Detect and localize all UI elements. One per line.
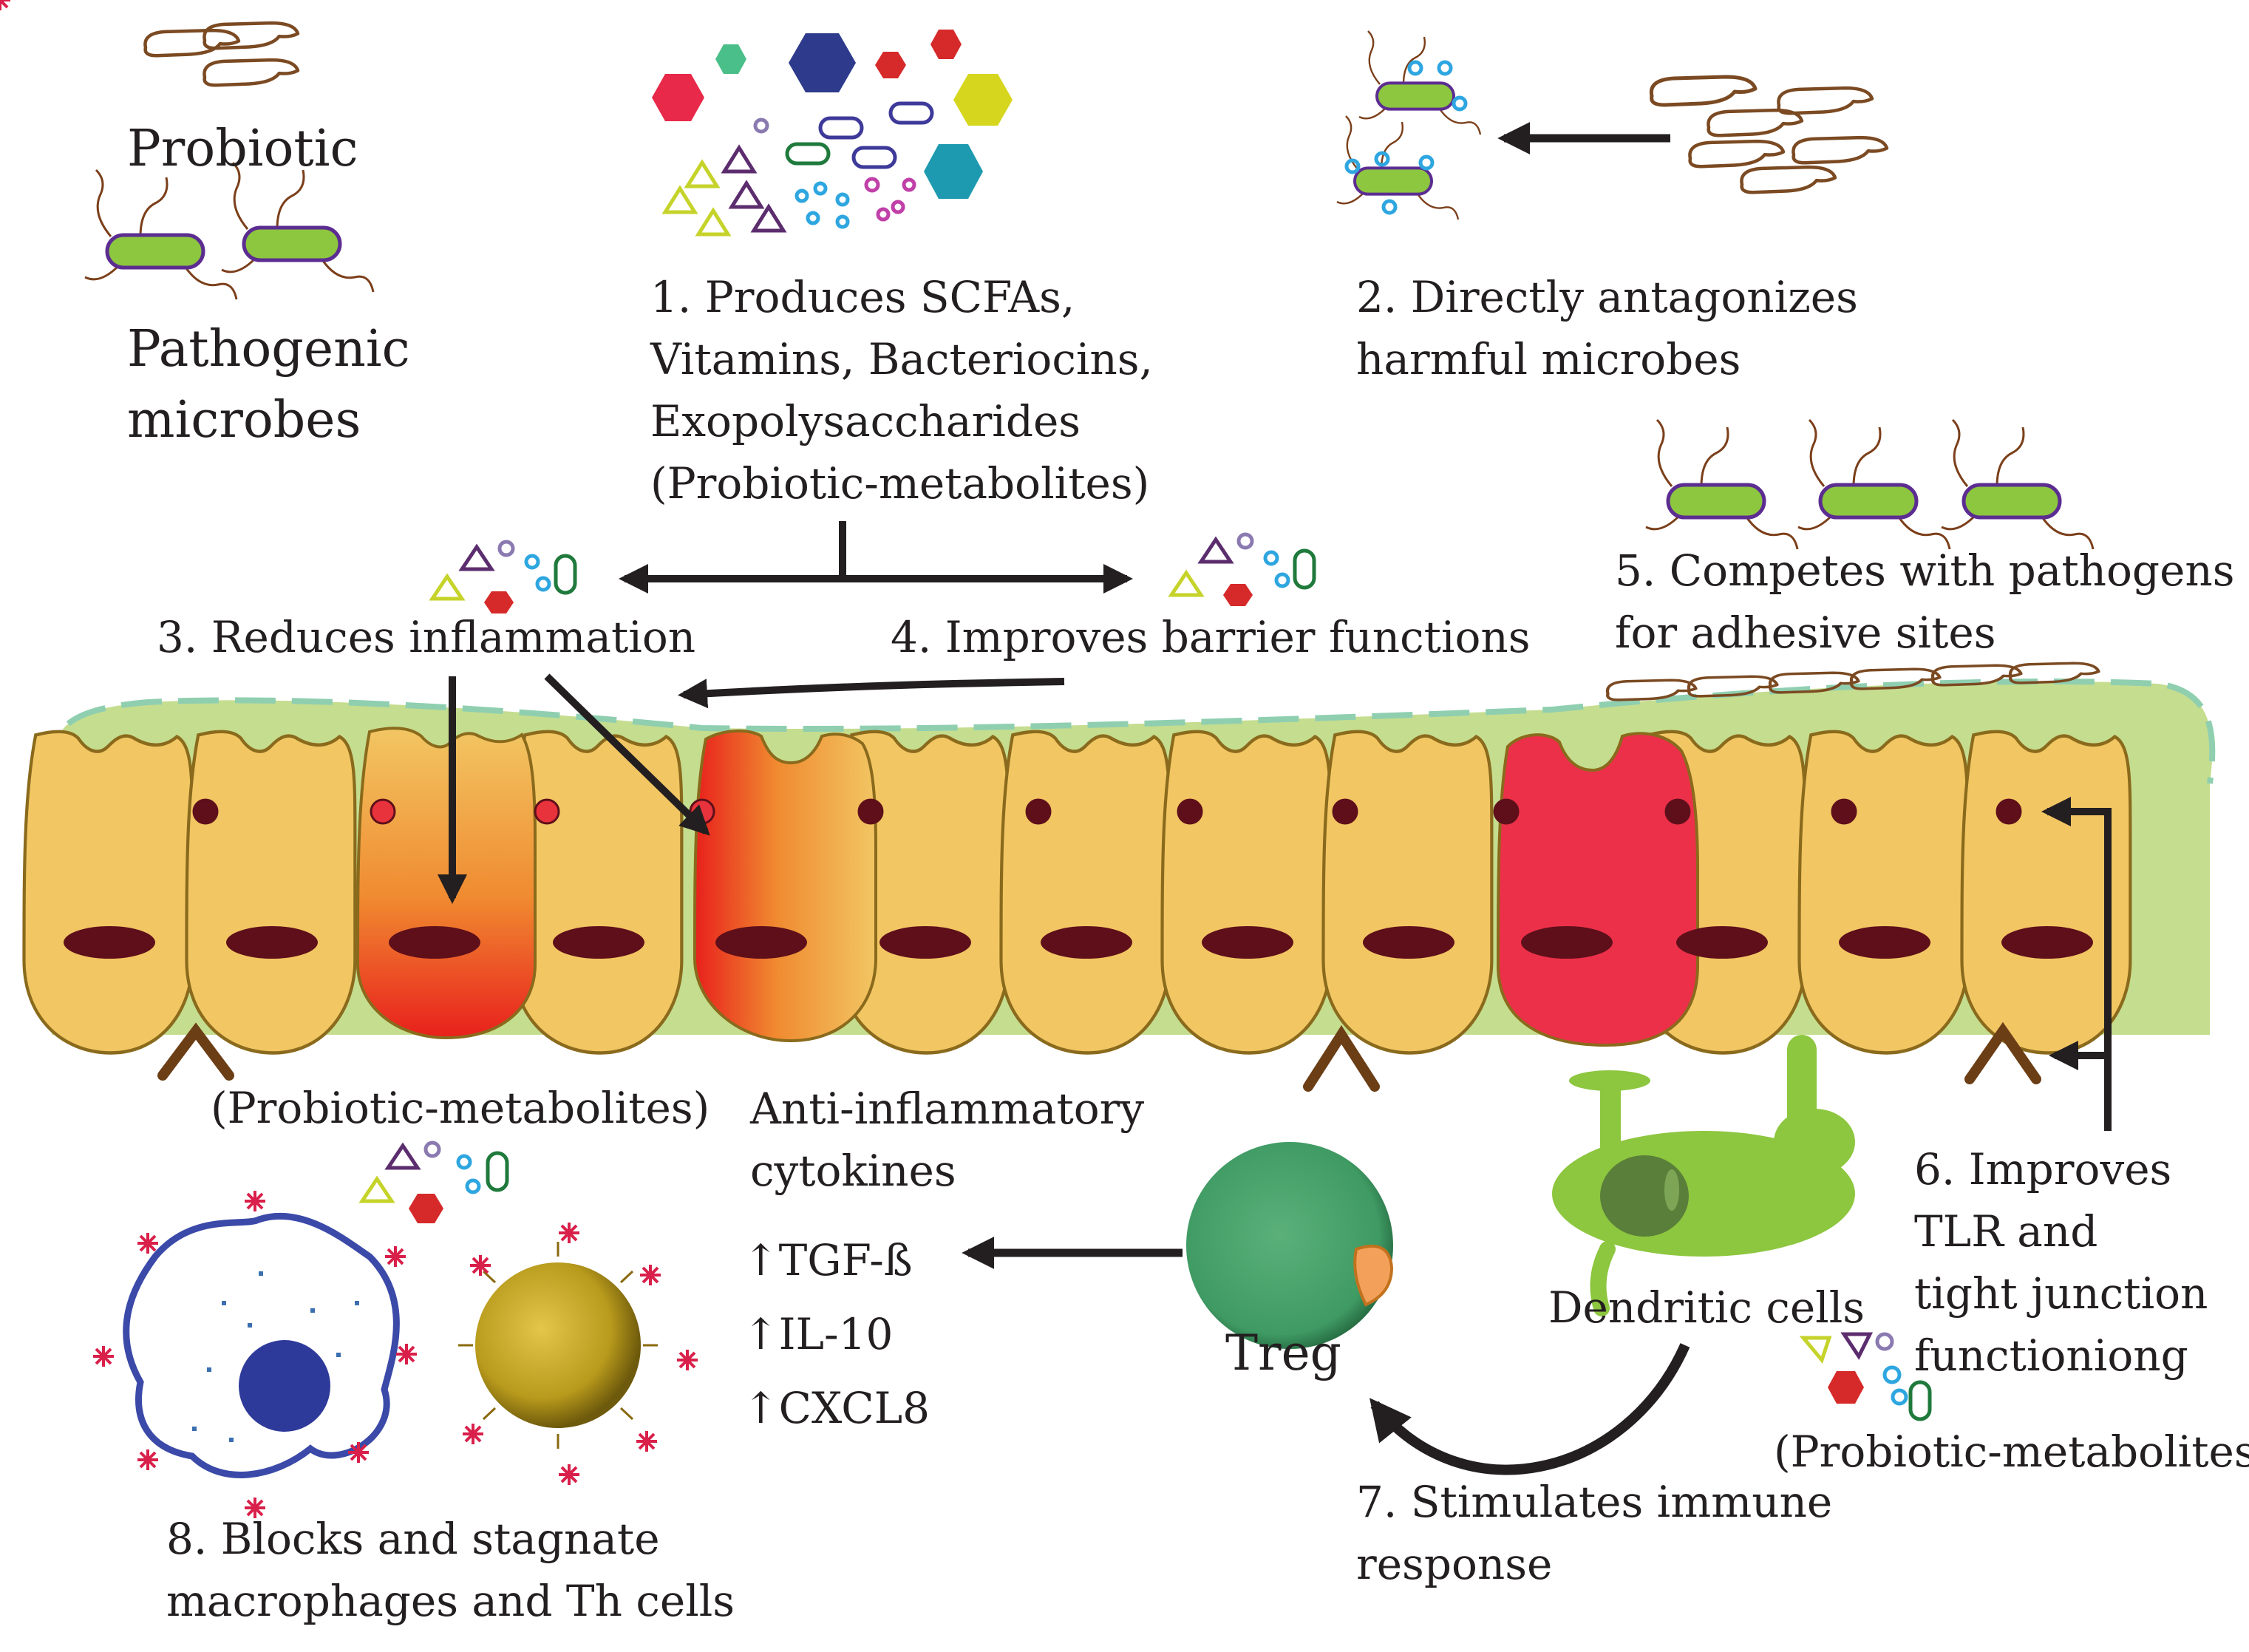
step-7-line-2: response xyxy=(1356,1539,1553,1589)
step-1-line-4: (Probiotic-metabolites) xyxy=(650,458,1150,509)
step-7-label: 7. Stimulates immune response xyxy=(1356,1471,1832,1595)
intestinal-epithelium xyxy=(24,678,2216,1092)
metabolites-label-right: (Probiotic-metabolites) xyxy=(1774,1427,2249,1477)
legend-pathogenic-line-1: Pathogenic xyxy=(127,320,410,378)
step-1-label: 1. Produces SCFAs, Vitamins, Bacteriocin… xyxy=(650,266,1153,514)
step-8-line-1: 8. Blocks and stagnate xyxy=(166,1514,660,1564)
step-8-label: 8. Blocks and stagnate macrophages and T… xyxy=(166,1508,735,1632)
cytokines-title-line-1: Anti-inflammatory xyxy=(750,1084,1145,1134)
metabolites-label-left: (Probiotic-metabolites) xyxy=(211,1083,710,1133)
cytokines-title-line-2: cytokines xyxy=(750,1146,956,1196)
cytokines-title: Anti-inflammatory cytokines xyxy=(750,1078,1144,1202)
step-2-line-1: 2. Directly antagonizes xyxy=(1356,272,1858,322)
dendritic-cells-label: Dendritic cells xyxy=(1548,1282,1865,1333)
split-arrow xyxy=(619,521,1133,594)
metabolites-near-step4 xyxy=(1168,532,1316,606)
step-2-label: 2. Directly antagonizes harmful microbes xyxy=(1356,266,1858,390)
cytokine-tgf-beta: ↑TGF-ß xyxy=(743,1235,913,1285)
stimulation-curved-arrow xyxy=(1369,1343,1690,1475)
step-6-line-3: tight junction xyxy=(1914,1268,2208,1319)
step-6-line-4: functioniong xyxy=(1914,1330,2188,1381)
legend-probiotic-pair xyxy=(85,163,373,299)
cytokine-il-10: ↑IL-10 xyxy=(743,1309,894,1359)
treg-cell-shape xyxy=(1186,1142,1394,1349)
step-7-line-1: 7. Stimulates immune xyxy=(1356,1477,1833,1527)
step-6-label: 6. Improves TLR and tight junction funct… xyxy=(1914,1138,2208,1387)
treg-label: Treg xyxy=(1225,1325,1341,1381)
cytokine-list: ↑TGF-ß ↑IL-10 ↑CXCL8 xyxy=(743,1223,930,1445)
cytokine-cxcl8: ↑CXCL8 xyxy=(743,1383,930,1433)
tlr-arrows xyxy=(2041,797,2112,1131)
step-6-line-2: TLR and xyxy=(1914,1206,2098,1257)
step-6-line-1: 6. Improves xyxy=(1914,1144,2172,1194)
inflammation-arrows xyxy=(438,673,1065,904)
metabolites-near-dendritic xyxy=(1799,1332,1932,1421)
step-4-label: 4. Improves barrier functions xyxy=(891,612,1531,662)
metabolite-cluster-main xyxy=(652,30,1013,237)
step-2-line-2: harmful microbes xyxy=(1356,334,1741,384)
step-3-label: 3. Reduces inflammation xyxy=(157,612,696,662)
metabolites-near-step3 xyxy=(429,540,577,613)
legend-probiotic-label: Probiotic xyxy=(127,120,358,178)
macrophage-shape xyxy=(123,1212,400,1478)
th-cell-shape xyxy=(458,1242,658,1449)
step-1-line-1: 1. Produces SCFAs, xyxy=(650,272,1075,322)
adhesion-probiotics xyxy=(1646,420,2093,549)
legend-pathogenic-line-2: microbes xyxy=(127,391,361,449)
cytokine-asterisks xyxy=(0,0,699,1520)
dendritic-cell-shape xyxy=(1552,1035,1855,1316)
legend-pathogen-cluster xyxy=(145,23,298,85)
step-5-line-2: for adhesive sites xyxy=(1615,608,1996,658)
step-5-line-1: 5. Competes with pathogens xyxy=(1615,545,2235,596)
step-1-line-2: Vitamins, Bacteriocins, xyxy=(650,334,1153,384)
step-8-line-2: macrophages and Th cells xyxy=(166,1576,735,1626)
step-5-label: 5. Competes with pathogens for adhesive … xyxy=(1615,540,2235,664)
step-1-line-3: Exopolysaccharides xyxy=(650,396,1081,446)
antagonism-cluster xyxy=(1337,31,1887,220)
legend-pathogenic-label: Pathogenic microbes xyxy=(127,314,410,456)
metabolites-near-macrophage xyxy=(358,1141,509,1223)
